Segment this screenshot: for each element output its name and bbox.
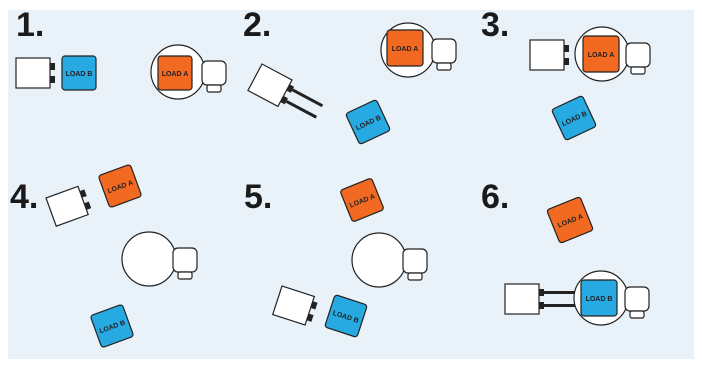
load-a-label: LOAD A bbox=[392, 46, 419, 53]
load-b-box: LOAD B bbox=[61, 55, 97, 91]
panel-1: LOAD B LOAD A bbox=[15, 44, 227, 100]
step-4-label: 4. bbox=[10, 178, 39, 216]
loading-station bbox=[351, 232, 428, 288]
panel-5: LOAD A LOAD B bbox=[272, 178, 428, 338]
forklift bbox=[247, 63, 328, 126]
load-a-box: LOAD A bbox=[546, 196, 594, 244]
load-b-box: LOAD B bbox=[90, 304, 134, 348]
load-b-box: LOAD B bbox=[324, 294, 368, 338]
load-a-box: LOAD A bbox=[582, 35, 620, 73]
load-a-label: LOAD A bbox=[162, 71, 189, 78]
loading-station bbox=[121, 231, 198, 287]
step-5-label: 5. bbox=[244, 178, 273, 216]
load-a-box: LOAD A bbox=[157, 55, 193, 91]
step-6-label: 6. bbox=[481, 178, 510, 216]
forklift bbox=[272, 285, 320, 328]
load-b-box: LOAD B bbox=[345, 99, 391, 145]
load-a-box: LOAD A bbox=[340, 178, 384, 222]
step-1-label: 1. bbox=[16, 6, 45, 44]
panel-6: LOAD A LOAD B bbox=[504, 196, 650, 326]
forklift bbox=[15, 57, 56, 89]
step-3-label: 3. bbox=[481, 6, 510, 44]
panel-4: LOAD A LOAD B bbox=[45, 164, 198, 348]
panel-2: LOAD A LOAD B bbox=[247, 22, 457, 145]
forklift bbox=[529, 39, 570, 71]
step-2-label: 2. bbox=[243, 6, 272, 44]
forklift bbox=[45, 184, 94, 227]
load-b-box: LOAD B bbox=[580, 279, 618, 317]
load-b-label: LOAD B bbox=[66, 71, 93, 78]
load-b-box: LOAD B bbox=[551, 95, 597, 141]
load-a-box: LOAD A bbox=[98, 164, 142, 208]
load-a-label: LOAD A bbox=[588, 52, 615, 59]
panel-3: LOAD A LOAD B bbox=[529, 26, 651, 141]
load-b-label: LOAD B bbox=[586, 296, 613, 303]
load-a-box: LOAD A bbox=[386, 29, 424, 67]
forklift bbox=[504, 283, 579, 315]
